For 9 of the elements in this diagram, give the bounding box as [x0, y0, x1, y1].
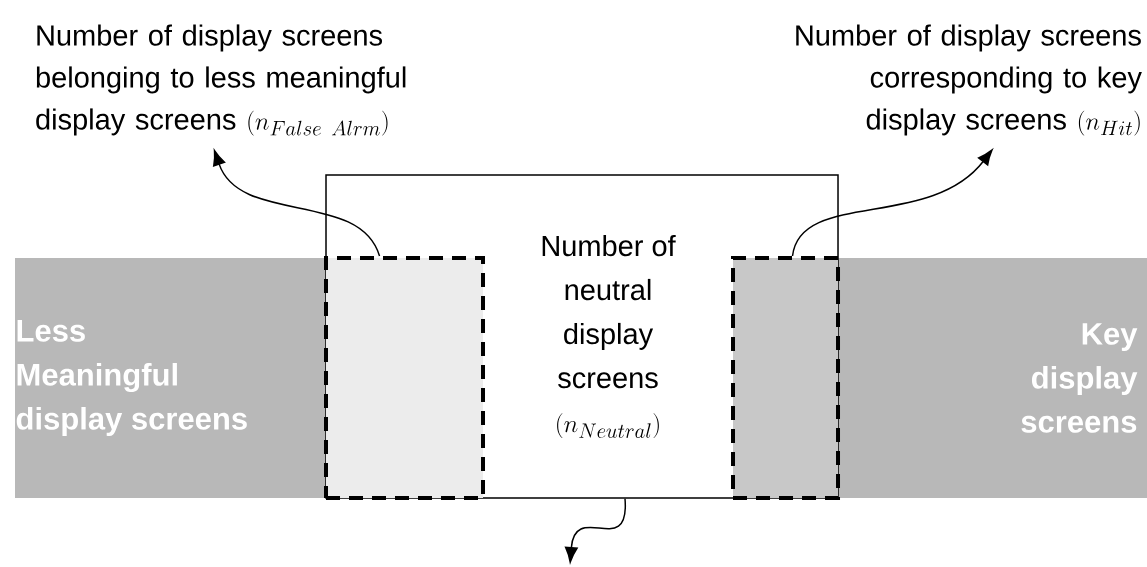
callout-text: Number of display screens corresponding to key display screens $(n_{Hit})$ — [796, 24, 1142, 136]
dotted-region — [324, 256, 485, 500]
arrow — [791, 149, 993, 257]
category-band: Key display screens — [838, 258, 1147, 498]
hatched-region — [731, 256, 840, 500]
arrow — [564, 498, 626, 563]
callout-text: Number of display screens belonging to less meaningful display screens $(n_{False\ Alrm})$ — [36, 24, 406, 136]
arrow — [213, 149, 381, 257]
category-band: Less Meaningful display screens — [15, 258, 326, 498]
